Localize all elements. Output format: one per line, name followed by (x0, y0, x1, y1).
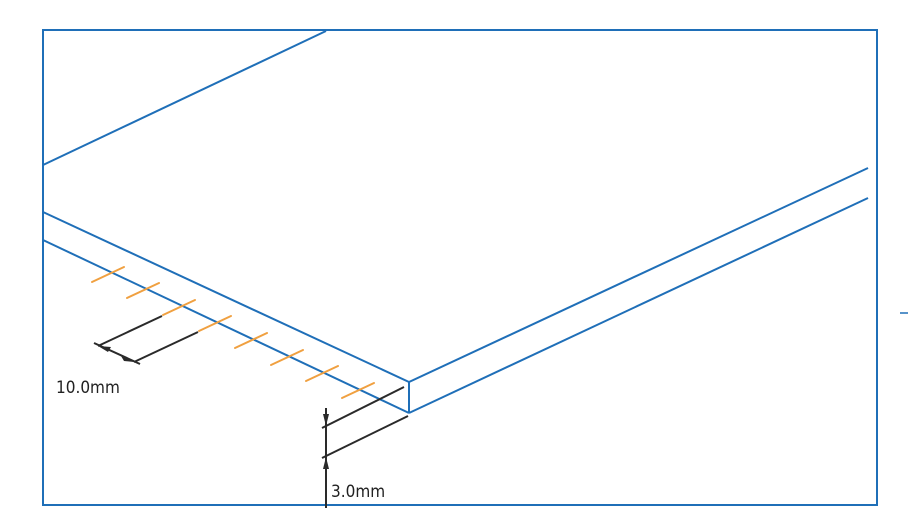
spacing-arrowhead-left (98, 346, 111, 352)
hatch-mark (234, 332, 268, 349)
spacing-extension-line-1 (97, 315, 163, 347)
thickness-arrowhead-top (323, 414, 329, 426)
plate-top-front-edge (42, 211, 410, 383)
plate-bottom-right-edge (408, 197, 869, 414)
hatch-marks (91, 266, 375, 399)
spacing-arrowhead-right (121, 356, 134, 362)
spacing-dimension (93, 315, 199, 365)
plate-outline (42, 30, 869, 414)
thickness-arrowhead-bottom (323, 457, 329, 469)
spacing-dimension-line (93, 342, 141, 365)
drawing-frame (42, 29, 878, 506)
hatch-mark (198, 315, 232, 332)
hatch-mark (270, 349, 304, 366)
thickness-dimension-label: 3.0mm (331, 482, 385, 502)
hatch-mark (91, 266, 125, 283)
hatch-mark (305, 365, 339, 382)
spacing-dimension-label: 10.0mm (56, 378, 120, 398)
thickness-arrowheads (323, 414, 329, 469)
plate-top-right-edge (408, 167, 869, 383)
thickness-extension-line-2 (321, 415, 409, 459)
thickness-extension-line-1 (321, 386, 405, 429)
plate-bottom-front-edge (42, 239, 410, 414)
spacing-arrowheads (98, 346, 134, 362)
hatch-mark (126, 282, 160, 299)
hatch-mark (341, 382, 375, 399)
hatch-mark (162, 299, 196, 316)
plate-back-edge (42, 30, 327, 166)
spacing-extension-line-2 (133, 331, 199, 363)
